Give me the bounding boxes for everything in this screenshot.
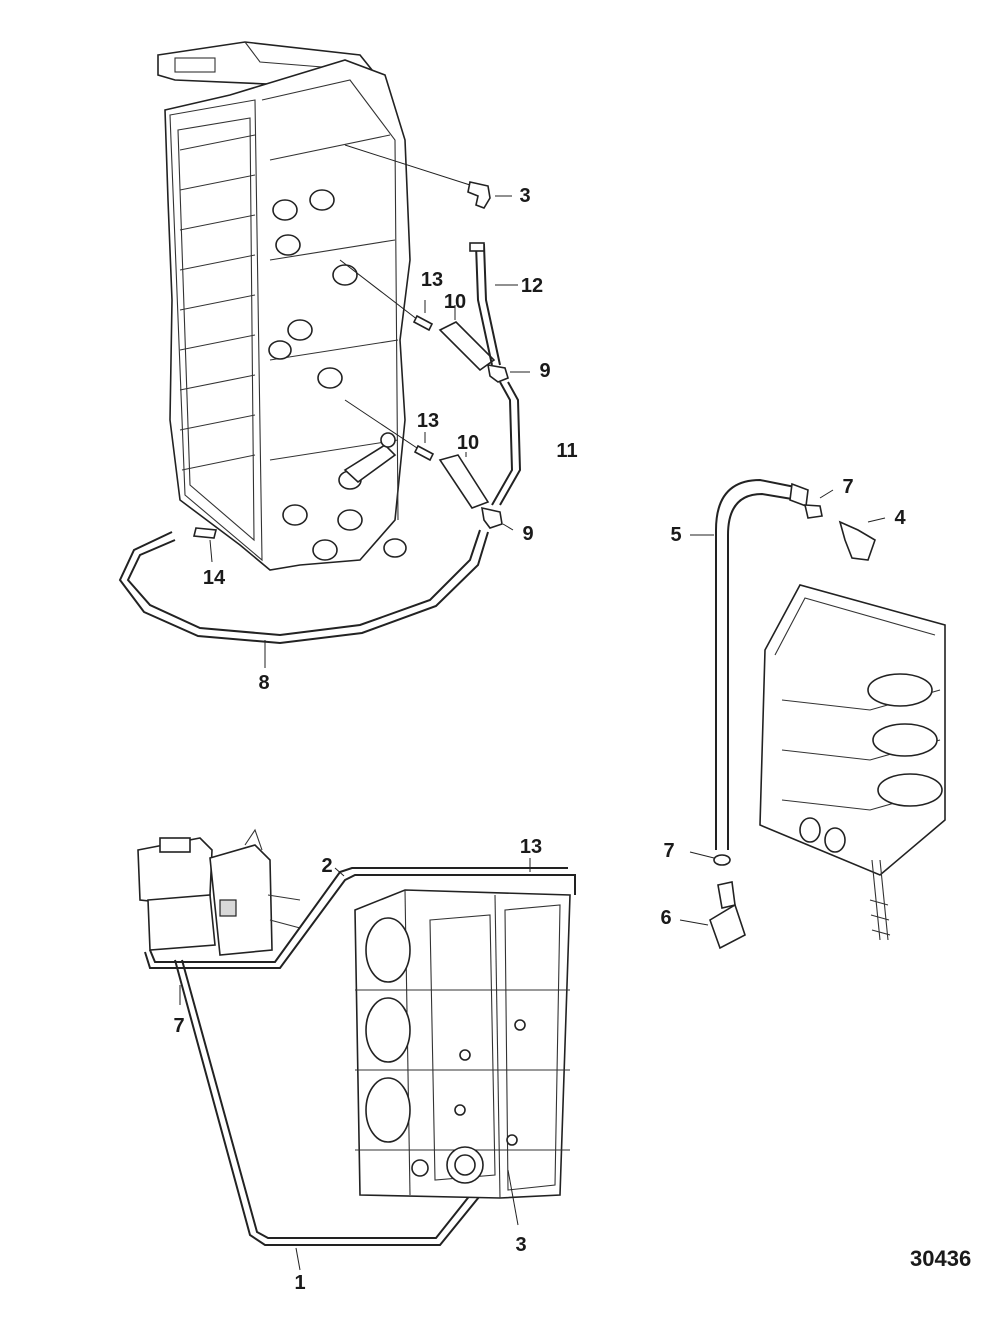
callout-10-upper: 10	[443, 291, 467, 313]
callout-1: 1	[294, 1272, 306, 1294]
callout-11: 11	[556, 440, 578, 462]
callout-3-top: 3	[519, 185, 531, 207]
callout-13-bottom: 13	[519, 836, 543, 858]
callout-9-upper: 9	[539, 360, 551, 382]
callout-7-right-top: 7	[842, 476, 854, 498]
callout-10-lower: 10	[456, 432, 480, 454]
callout-7-right-bottom: 7	[663, 840, 675, 862]
callout-5: 5	[670, 524, 682, 546]
upper-cylinder-block	[157, 41, 411, 571]
callout-2: 2	[321, 855, 333, 877]
callout-13-upper: 13	[420, 269, 444, 291]
callout-7-left: 7	[173, 1015, 185, 1037]
callout-4: 4	[894, 507, 906, 529]
right-crankcase-assembly	[679, 478, 946, 950]
upper-hose-routing	[118, 144, 530, 668]
callout-13-lower: 13	[416, 410, 440, 432]
callout-8: 8	[258, 672, 270, 694]
callout-6: 6	[660, 907, 672, 929]
callout-12: 12	[520, 275, 544, 297]
lower-block-assembly	[137, 828, 576, 1271]
figure-number: 30436	[910, 1246, 972, 1271]
callout-14: 14	[202, 567, 226, 589]
callout-3-bottom: 3	[515, 1234, 527, 1256]
callout-9-lower: 9	[522, 523, 534, 545]
